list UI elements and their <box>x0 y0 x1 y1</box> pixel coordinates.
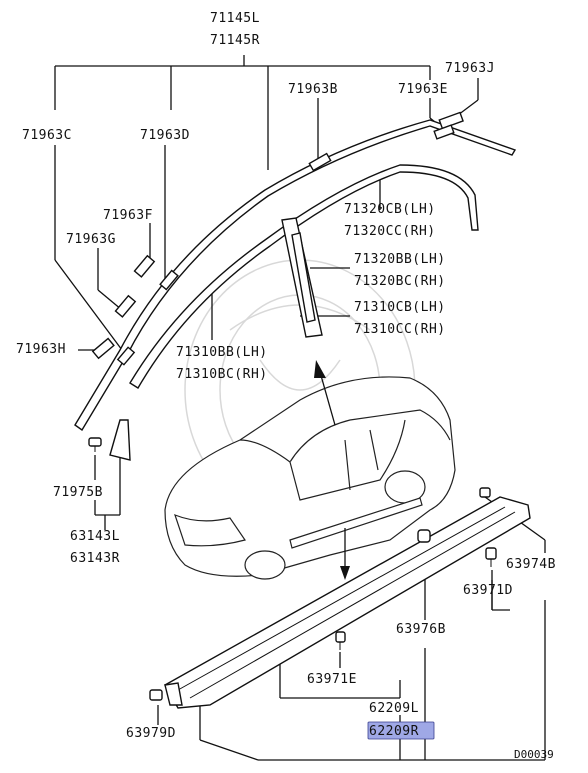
label-63971D: 63971D <box>463 583 513 598</box>
arrows <box>314 360 350 580</box>
label-71963H: 71963H <box>16 342 66 357</box>
label-63143R: 63143R <box>70 551 120 566</box>
clips <box>91 111 464 366</box>
label-63974B: 63974B <box>506 557 556 572</box>
label-63976B: 63976B <box>396 622 446 637</box>
label-71320BB: 71320BB(LH) <box>354 252 446 267</box>
label-71963D: 71963D <box>140 128 190 143</box>
label-63971E: 63971E <box>307 672 357 687</box>
label-71963G: 71963G <box>66 232 116 247</box>
label-71310CC: 71310CC(RH) <box>354 322 446 337</box>
label-62209R: 62209R <box>369 724 419 739</box>
label-71145R: 71145R <box>210 33 260 48</box>
diagram-code: D00039 <box>514 748 554 761</box>
fasteners <box>149 487 497 701</box>
label-71975B: 71975B <box>53 485 103 500</box>
label-71145L: 71145L <box>210 11 260 26</box>
label-71310CB: 71310CB(LH) <box>354 300 446 315</box>
label-71963F: 71963F <box>103 208 153 223</box>
label-71320CB: 71320CB(LH) <box>344 202 436 217</box>
label-71963B: 71963B <box>288 82 338 97</box>
label-62209L: 62209L <box>369 701 419 716</box>
label-71963J: 71963J <box>445 61 495 76</box>
label-71310BC: 71310BC(RH) <box>176 367 268 382</box>
label-71320BC: 71320BC(RH) <box>354 274 446 289</box>
label-71963E: 71963E <box>398 82 448 97</box>
label-71320CC: 71320CC(RH) <box>344 224 436 239</box>
label-63979D: 63979D <box>126 726 176 741</box>
fender-molding <box>109 419 131 461</box>
label-63143L: 63143L <box>70 529 120 544</box>
car-body <box>164 376 456 580</box>
highlight-62209r <box>367 721 435 740</box>
label-71310BB: 71310BB(LH) <box>176 345 268 360</box>
pillar-moldings <box>281 217 323 338</box>
part-labels: 71145L 71145R 71963J 71963B 71963E 71963… <box>16 11 556 761</box>
screw-71975b <box>88 437 102 452</box>
side-sill-garnish <box>164 496 531 709</box>
label-71963C: 71963C <box>22 128 72 143</box>
roof-drip-molding <box>74 119 517 432</box>
